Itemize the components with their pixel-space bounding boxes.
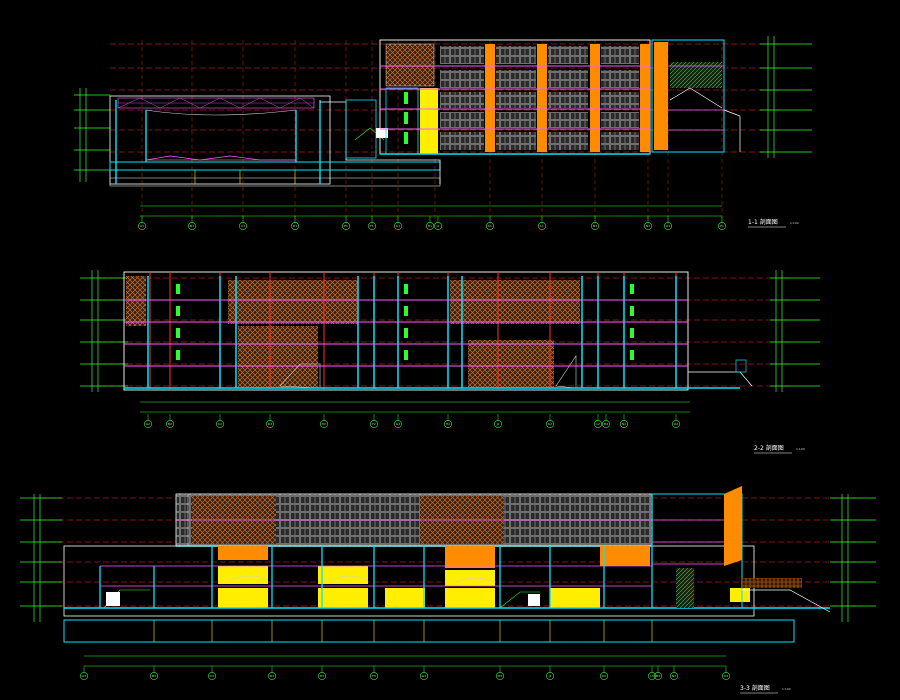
section-2-title: 2-2 剖面图 xyxy=(754,444,784,452)
grid-bubble-label: G2 xyxy=(396,422,400,426)
grid-bubble-label: B1 xyxy=(190,224,194,228)
grid-bubbles-1: A1 B1 C1 D1 E1 F1 G1 H1 J1 K1 L1 M1 N1 O1 P1 xyxy=(138,216,726,230)
grid-bubble-label: A1 xyxy=(140,224,144,228)
grid-bubble-label: H1 xyxy=(428,224,432,228)
elevation-marker-left-1 xyxy=(74,88,110,182)
grid-bubble-label: D3 xyxy=(270,674,274,678)
dimension-line-2 xyxy=(140,401,690,413)
grid-bubbles-2: A2 B2 C2 D2 E2 F2 G2 H2 J2 K2 L2 M2 N2 O2 xyxy=(144,414,680,428)
grid-bubble-label: G3 xyxy=(422,674,426,678)
elevation-marker-left-2 xyxy=(80,270,128,392)
grid-bubble-label: M1 xyxy=(593,224,598,228)
grid-bubble-label: F3 xyxy=(372,674,376,678)
grid-bubble-label: E3 xyxy=(320,674,324,678)
section-title-3: 3-3 剖面图 1:100 xyxy=(740,684,791,694)
grid-bubble-label: C3 xyxy=(210,674,214,678)
section-1-title: 1-1 剖面图 xyxy=(748,218,778,226)
connector-1 xyxy=(320,99,441,184)
grid-bubble-label: E1 xyxy=(344,224,348,228)
building-2 xyxy=(123,271,753,391)
grid-bubble-label: A2 xyxy=(146,422,150,426)
dimension-line-3 xyxy=(84,655,726,667)
section-2-scale: 1:100 xyxy=(796,447,805,451)
elevation-marker-right-1 xyxy=(760,36,812,158)
dimension-line-1 xyxy=(140,205,722,217)
tower-right-1 xyxy=(651,39,741,153)
grid-bubble-label: C2 xyxy=(218,422,222,426)
elevation-marker-right-2 xyxy=(770,270,820,392)
grid-bubble-label: E2 xyxy=(322,422,326,426)
grid-bubble-label: G1 xyxy=(396,224,400,228)
grid-bubble-label: N1 xyxy=(646,224,650,228)
podium-3 xyxy=(63,494,830,643)
section-1-scale: 1:100 xyxy=(790,221,799,225)
section-title-2: 2-2 剖面图 1:100 xyxy=(754,444,805,454)
grid-bubble-label: J3 xyxy=(548,674,552,678)
upper-volume-3 xyxy=(175,493,653,547)
grid-bubble-label: M3 xyxy=(656,674,661,678)
grid-bubble-label: J1 xyxy=(436,224,440,228)
elevation-marker-right-3 xyxy=(830,494,876,622)
grid-bubble-label: L1 xyxy=(540,224,544,228)
grid-bubble-label: K3 xyxy=(602,674,606,678)
auditorium-1 xyxy=(109,95,441,187)
grid-bubble-label: O2 xyxy=(674,422,678,426)
grid-bubble-label: K2 xyxy=(548,422,552,426)
datum-lines-2 xyxy=(100,277,790,387)
classroom-block-1 xyxy=(379,39,651,155)
grid-bubble-label: F1 xyxy=(370,224,374,228)
tower-right-3 xyxy=(651,486,831,613)
grid-bubble-label: O1 xyxy=(666,224,670,228)
grid-bubble-label: K1 xyxy=(488,224,492,228)
grid-bubble-label: B3 xyxy=(152,674,156,678)
grid-bubble-label: J2 xyxy=(496,422,500,426)
grid-bubble-label: O3 xyxy=(724,674,728,678)
grid-bubble-label: F2 xyxy=(372,422,376,426)
section-2: A2 B2 C2 D2 E2 F2 G2 H2 J2 K2 L2 M2 N2 O2 2-2 剖面图 1:1… xyxy=(80,270,820,454)
grid-bubble-label: B2 xyxy=(168,422,172,426)
grid-bubble-label: N2 xyxy=(622,422,626,426)
grid-bubble-label: D1 xyxy=(293,224,297,228)
grid-bubble-label: A3 xyxy=(82,674,86,678)
section-3-scale: 1:100 xyxy=(782,687,791,691)
grid-bubble-label: C1 xyxy=(241,224,245,228)
grid-bubble-label: P1 xyxy=(720,224,724,228)
datum-lines-1 xyxy=(110,43,780,153)
section-3-title: 3-3 剖面图 xyxy=(740,684,770,692)
grid-bubble-label: N3 xyxy=(672,674,676,678)
section-title-1: 1-1 剖面图 1:100 xyxy=(748,218,799,228)
grid-bubble-label: H2 xyxy=(446,422,450,426)
grid-bubble-label: D2 xyxy=(268,422,272,426)
grid-bubble-label: H3 xyxy=(498,674,502,678)
grid-bubble-label: M2 xyxy=(604,422,609,426)
grid-bubble-label: L3 xyxy=(650,674,654,678)
grid-bubble-label: L2 xyxy=(596,422,600,426)
section-1: A1 B1 C1 D1 E1 F1 G1 H1 J1 K1 L1 M1 N1 O1 P1 1-1 剖面图 1… xyxy=(74,36,812,230)
elevation-marker-left-3 xyxy=(20,494,62,622)
